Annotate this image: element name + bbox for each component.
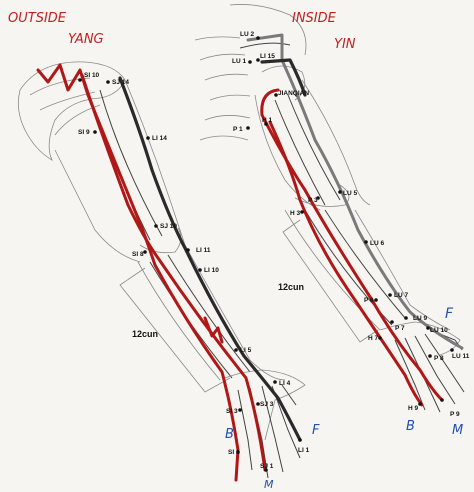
point-label-p3: P 3 [308,197,318,204]
lung-meridian [246,33,464,350]
point-label-lu2: LU 2 [240,31,254,38]
heart-meridian [268,120,424,407]
point-label-lu9: LU 9 [413,315,427,322]
left-cun-label: 12cun [132,329,158,339]
point-label-p1: P 1 [233,126,243,133]
left-handwritten-m: M [264,478,274,491]
san-jiao-meridian [80,73,267,472]
right-arm-sketch [194,4,465,413]
point-label-li15: LI 15 [260,53,275,60]
left-title-line1: OUTSIDE [8,11,67,26]
right-arm-meridians [246,33,464,407]
left-handwritten-b: B [225,427,234,442]
sj-zigzag [203,316,224,344]
point-label-lu6: LU 6 [370,240,384,247]
point-label-si8: SI 8 [132,251,144,258]
large-intestine-meridian-yin [260,58,307,97]
right-title-line1: INSIDE [292,11,337,26]
point-label-p6: P 6 [364,297,374,304]
pericardium-meridian [260,88,444,402]
point-label-sj10: SJ 10 [160,223,177,230]
right-handwritten-b: B [406,419,415,434]
left-handwritten-f: F [312,423,320,438]
large-intestine-meridian [118,76,302,442]
point-label-sj14: SJ 14 [112,79,129,86]
point-label-si9: SI 9 [78,129,90,136]
point-label-sj1: SJ 1 [260,463,274,470]
point-label-h9: H 9 [408,405,419,412]
point-label-sj3: SJ 3 [260,401,274,408]
point-label-jianqian: JIANQIAN [278,90,309,97]
right-handwritten-f: F [445,306,454,322]
point-label-p8: P 8 [434,355,444,362]
point-label-li14: LI 14 [152,135,167,142]
left-arm-meridians [36,63,302,482]
point-label-si10: SI 10 [84,72,100,79]
point-label-li5: LI 5 [240,347,252,354]
point-label-li4: LI 4 [279,380,291,387]
point-label-si1: SI 1 [228,449,240,456]
right-handwritten-m: M [452,423,463,438]
point-label-lu1: LU 1 [232,58,246,65]
right-cun-label: 12cun [278,282,304,292]
point-label-li11: LI 11 [196,247,211,254]
point-label-li10: LI 10 [204,267,219,274]
point-label-p7: P 7 [395,325,405,332]
right-title-line2: YIN [334,37,356,52]
left-title-line2: YANG [68,32,104,47]
point-label-lu5: LU 5 [343,190,357,197]
point-label-lu7: LU 7 [394,292,408,299]
point-label-h3: H 3 [290,210,301,217]
left-arm-points: SI 10 SJ 14 SI 9 LI 14 SJ 10 SI 8 LI 11 … [78,72,310,472]
point-label-si3: SI 3 [226,408,238,415]
right-arm-points: LU 2 LU 1 LI 15 JIANQIAN P 1 H 1 LU 5 P … [232,31,470,418]
left-arm-sketch [17,61,306,479]
point-label-h1: H 1 [262,117,273,124]
point-label-lu10: LU 10 [430,327,448,334]
point-label-h7: H 7 [368,335,379,342]
point-label-p9: P 9 [450,411,460,418]
point-label-lu11: LU 11 [452,353,470,360]
point-label-li1: LI 1 [298,447,310,454]
